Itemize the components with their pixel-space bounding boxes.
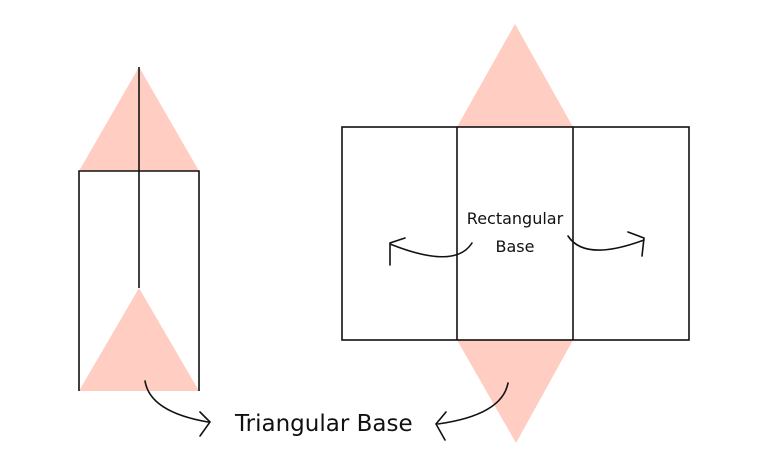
- net-rectangles: [341, 126, 690, 341]
- rectangular-base-label-line2: Base: [496, 237, 535, 256]
- arrow-rect-right: [567, 231, 645, 257]
- arrow-left-to-triangular-label: [144, 380, 212, 437]
- bottom-triangle-face: [79, 288, 199, 391]
- net-top-triangle: [457, 24, 573, 127]
- unfolded-net: [341, 24, 690, 443]
- arrow-right-to-triangular-label: [435, 382, 509, 441]
- triangular-base-label: Triangular Base: [234, 411, 413, 437]
- rectangular-base-label-line1: Rectangular: [467, 209, 564, 228]
- folded-prism: [78, 67, 200, 391]
- arrow-rect-left: [389, 237, 473, 266]
- net-bottom-triangle: [457, 340, 573, 443]
